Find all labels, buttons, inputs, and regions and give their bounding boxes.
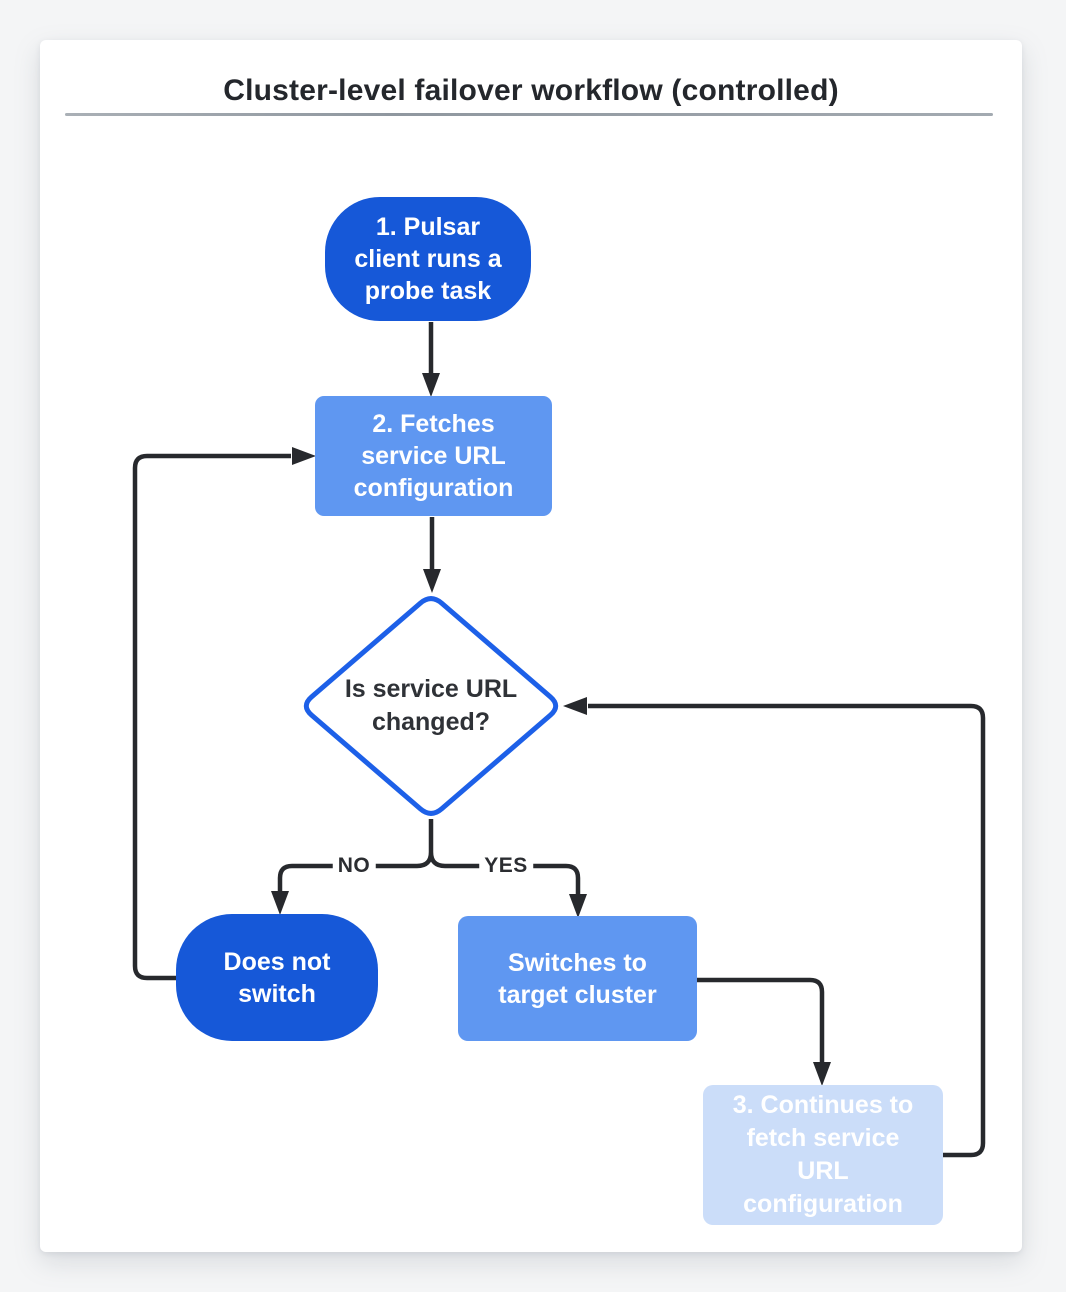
node-continue-fetch-label: 3. Continues to fetch service URL config…: [732, 1091, 914, 1218]
node-fetch-config: 2. Fetches service URL configuration: [315, 396, 552, 516]
edge-switch-to-continue: [697, 977, 825, 1062]
page-title: Cluster-level failover workflow (control…: [223, 74, 839, 107]
node-probe-task: 1. Pulsar client runs a probe task: [325, 197, 531, 321]
decision-diamond-shape: [303, 596, 559, 816]
arrowhead-into-noswitch: [271, 891, 289, 915]
arrowhead-into-decision-right: [563, 697, 587, 715]
arrowhead-into-switch: [569, 894, 587, 918]
edge-decision-split: [277, 819, 581, 894]
edge-continue-loop-to-decision: [588, 703, 986, 1158]
node-fetch-config-label: 2. Fetches service URL configuration: [353, 410, 514, 502]
title-divider: [65, 113, 993, 116]
node-decision-label: Is service URL changed?: [344, 675, 518, 736]
node-does-not-switch-label: Does not switch: [223, 947, 331, 1008]
arrowhead-into-continue-top: [813, 1062, 831, 1086]
node-probe-task-label: 1. Pulsar client runs a probe task: [354, 213, 502, 305]
node-switch-target-label: Switches to target cluster: [498, 948, 657, 1009]
arrowhead-into-fetch-top: [422, 373, 440, 397]
edge-label-no: NO: [332, 854, 376, 878]
arrowhead-into-fetch-left: [292, 447, 316, 465]
arrowhead-into-decision-top: [423, 569, 441, 593]
node-does-not-switch: Does not switch: [176, 914, 378, 1041]
diagram-card: [40, 40, 1022, 1252]
node-switch-target: Switches to target cluster: [458, 916, 697, 1041]
node-continue-fetch: 3. Continues to fetch service URL config…: [703, 1085, 943, 1225]
edge-noswitch-loop-to-fetch: [132, 453, 291, 981]
edge-label-yes: YES: [479, 854, 533, 878]
